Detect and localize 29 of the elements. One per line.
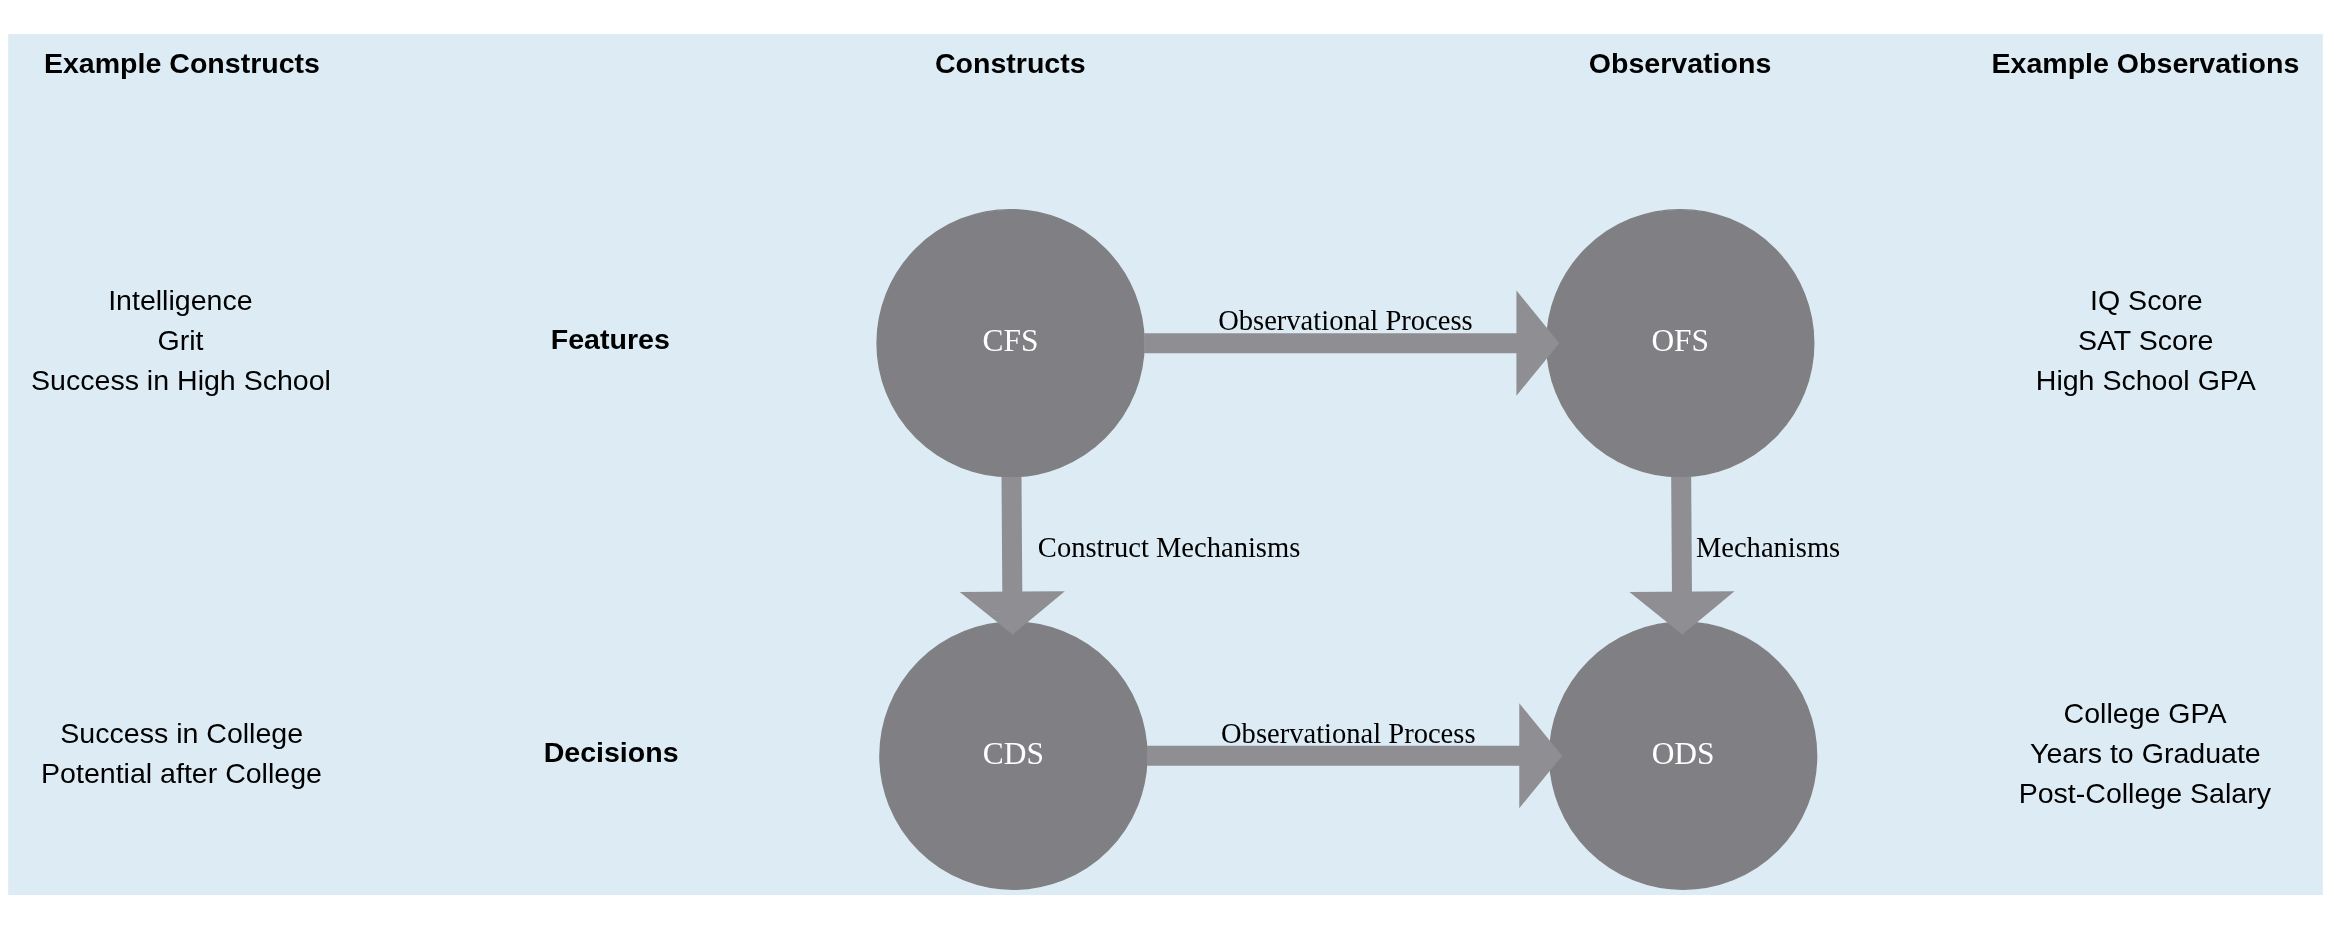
label: Success in College — [60, 716, 304, 749]
label: Intelligence — [108, 283, 253, 316]
label: High School GPA — [2035, 363, 2256, 396]
label: Constructs — [934, 46, 1086, 79]
node-circle: OFS — [1546, 208, 1815, 477]
label: Potential after College — [41, 756, 322, 789]
label: Features — [550, 322, 670, 355]
node-circle: CFS — [876, 208, 1145, 477]
label: Years to Graduate — [2030, 736, 2261, 769]
label: Grit — [157, 323, 204, 356]
label: SAT Score — [2077, 323, 2214, 356]
edge-label: Observational Process — [1218, 304, 1473, 336]
label: Success in High School — [31, 363, 331, 396]
label: Example Constructs — [43, 46, 320, 79]
edge-label: Construct Mechanisms — [1037, 531, 1301, 563]
node-circle: CDS — [879, 621, 1148, 890]
arrow — [959, 476, 1065, 635]
label: College GPA — [2063, 696, 2227, 729]
label: Decisions — [543, 735, 679, 767]
arrow — [1146, 702, 1563, 808]
label: IQ Score — [2090, 283, 2203, 316]
edge-label: Observational Process — [1221, 717, 1476, 749]
label: Post-College Salary — [2018, 776, 2271, 809]
node-circle: ODS — [1548, 621, 1818, 890]
label: Example Observations — [1991, 46, 2300, 79]
label: Observations — [1588, 46, 1772, 79]
arrow — [1629, 476, 1735, 635]
arrow — [1144, 290, 1560, 396]
edge-label: Mechanisms — [1695, 531, 1841, 563]
